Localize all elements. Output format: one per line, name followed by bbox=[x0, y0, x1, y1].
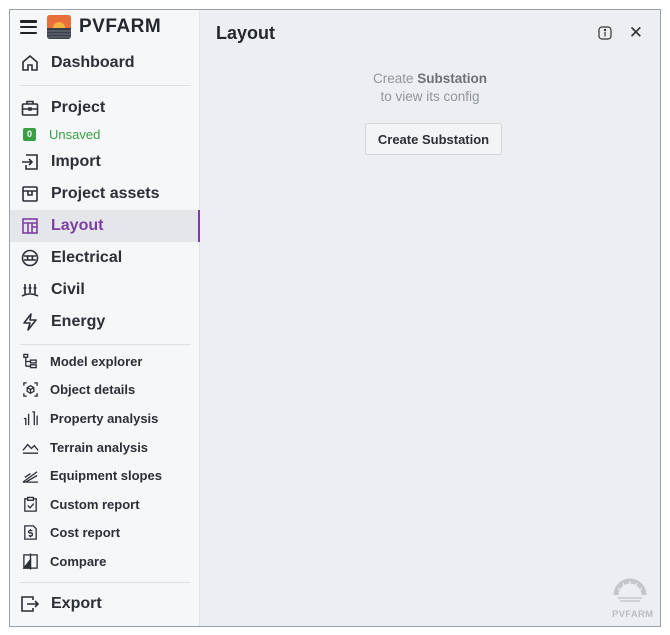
pvfarm-watermark-icon bbox=[613, 578, 647, 602]
sidebar-item-label: Project bbox=[51, 99, 106, 116]
lightning-icon bbox=[20, 312, 40, 332]
sidebar-item-label: Dashboard bbox=[51, 54, 135, 71]
watermark-text: PVFARM bbox=[612, 609, 654, 620]
sidebar-tool-terrain-analysis[interactable]: Terrain analysis bbox=[10, 433, 199, 462]
pvfarm-logo bbox=[47, 15, 71, 39]
property-bars-icon bbox=[21, 409, 39, 427]
compare-icon bbox=[21, 552, 39, 570]
sidebar-item-civil[interactable]: Civil bbox=[10, 274, 199, 306]
sidebar-item-project[interactable]: Project bbox=[10, 92, 199, 124]
sidebar-item-label: Import bbox=[51, 153, 101, 170]
object-focus-icon bbox=[21, 381, 39, 399]
unsaved-status-text: Unsaved bbox=[49, 126, 101, 142]
empty-state-prefix: Create bbox=[372, 71, 418, 86]
dollar-doc-icon bbox=[21, 524, 39, 542]
sidebar-tool-model-explorer[interactable]: Model explorer bbox=[10, 347, 199, 376]
sidebar-divider bbox=[20, 85, 191, 86]
sidebar-tool-cost-report[interactable]: Cost report bbox=[10, 519, 199, 548]
layout-panel: Layout ✕ Create Substation to view its c… bbox=[200, 10, 660, 626]
empty-state-message: Create Substation to view its config bbox=[200, 70, 660, 106]
sidebar-tool-label: Property analysis bbox=[50, 410, 159, 426]
menu-icon[interactable] bbox=[20, 20, 37, 34]
project-status: 0 Unsaved bbox=[10, 124, 199, 144]
sidebar-item-label: Project assets bbox=[51, 185, 160, 202]
sidebar-item-project-assets[interactable]: Project assets bbox=[10, 178, 199, 210]
sidebar-item-label: Energy bbox=[51, 313, 106, 330]
sidebar-divider bbox=[20, 344, 191, 345]
sidebar-tool-label: Cost report bbox=[50, 525, 121, 541]
sidebar-item-label: Electrical bbox=[51, 249, 123, 266]
create-substation-button[interactable]: Create Substation bbox=[365, 123, 502, 155]
page-title: Layout bbox=[216, 23, 276, 43]
info-icon[interactable] bbox=[598, 26, 612, 40]
sidebar: PVFARM Dashboard Project 0 Unsaved Impor… bbox=[10, 10, 200, 626]
app-window: PVFARM Dashboard Project 0 Unsaved Impor… bbox=[9, 9, 661, 627]
sidebar-tool-property-analysis[interactable]: Property analysis bbox=[10, 404, 199, 433]
sidebar-item-label: Civil bbox=[51, 281, 85, 298]
sidebar-tool-label: Compare bbox=[50, 553, 107, 569]
sidebar-item-electrical[interactable]: Electrical bbox=[10, 242, 199, 274]
sidebar-tool-label: Custom report bbox=[50, 496, 140, 512]
sidebar-item-label: Layout bbox=[51, 217, 104, 234]
empty-state-entity: Substation bbox=[417, 71, 488, 86]
tree-icon bbox=[21, 352, 39, 370]
unsaved-count-badge: 0 bbox=[23, 127, 36, 141]
home-icon bbox=[20, 53, 40, 73]
sidebar-tool-custom-report[interactable]: Custom report bbox=[10, 490, 199, 519]
sidebar-item-energy[interactable]: Energy bbox=[10, 306, 199, 338]
close-icon[interactable]: ✕ bbox=[628, 23, 643, 42]
sidebar-tool-label: Terrain analysis bbox=[50, 439, 149, 455]
empty-state-subtext: to view its config bbox=[380, 89, 480, 104]
sidebar-item-label: Export bbox=[51, 594, 102, 612]
clipboard-check-icon bbox=[21, 495, 39, 513]
box-icon bbox=[20, 184, 40, 204]
civil-icon bbox=[20, 280, 40, 300]
export-icon bbox=[20, 594, 40, 614]
sidebar-item-layout[interactable]: Layout bbox=[10, 210, 200, 242]
sidebar-tool-equipment-slopes[interactable]: Equipment slopes bbox=[10, 461, 199, 490]
sidebar-tool-object-details[interactable]: Object details bbox=[10, 376, 199, 405]
sidebar-item-import[interactable]: Import bbox=[10, 146, 199, 178]
sidebar-header: PVFARM bbox=[10, 10, 199, 44]
electrical-icon bbox=[20, 248, 40, 268]
terrain-icon bbox=[21, 438, 39, 456]
briefcase-icon bbox=[20, 98, 40, 118]
sidebar-tool-label: Object details bbox=[50, 382, 136, 398]
import-icon bbox=[20, 152, 40, 172]
layout-icon bbox=[20, 216, 40, 236]
sidebar-tool-label: Equipment slopes bbox=[50, 468, 162, 484]
sidebar-tool-compare[interactable]: Compare bbox=[10, 547, 199, 576]
sidebar-divider bbox=[20, 581, 191, 583]
slope-icon bbox=[21, 467, 39, 485]
sidebar-item-export[interactable]: Export bbox=[10, 588, 199, 620]
brand-name: PVFARM bbox=[79, 16, 162, 37]
sidebar-item-dashboard[interactable]: Dashboard bbox=[10, 47, 199, 79]
pvfarm-watermark: PVFARM bbox=[612, 573, 654, 620]
sidebar-tool-label: Model explorer bbox=[50, 353, 143, 369]
